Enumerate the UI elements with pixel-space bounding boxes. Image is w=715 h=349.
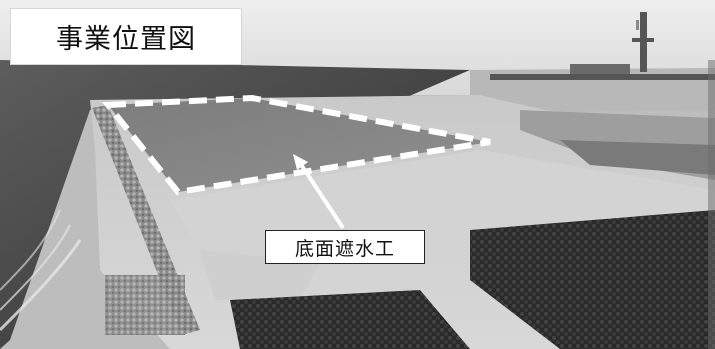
callout-arrow-head (293, 154, 308, 170)
map-title: 事業位置図 (10, 8, 242, 65)
sea (0, 60, 470, 349)
basin-water (108, 98, 490, 192)
pine-forest-lower (230, 290, 470, 349)
callout-arrow (298, 161, 345, 230)
bottom-barrier-boundary (101, 94, 491, 196)
bottom-water-barrier-label: 底面遮水工 (265, 230, 425, 264)
pine-forest (470, 210, 715, 349)
